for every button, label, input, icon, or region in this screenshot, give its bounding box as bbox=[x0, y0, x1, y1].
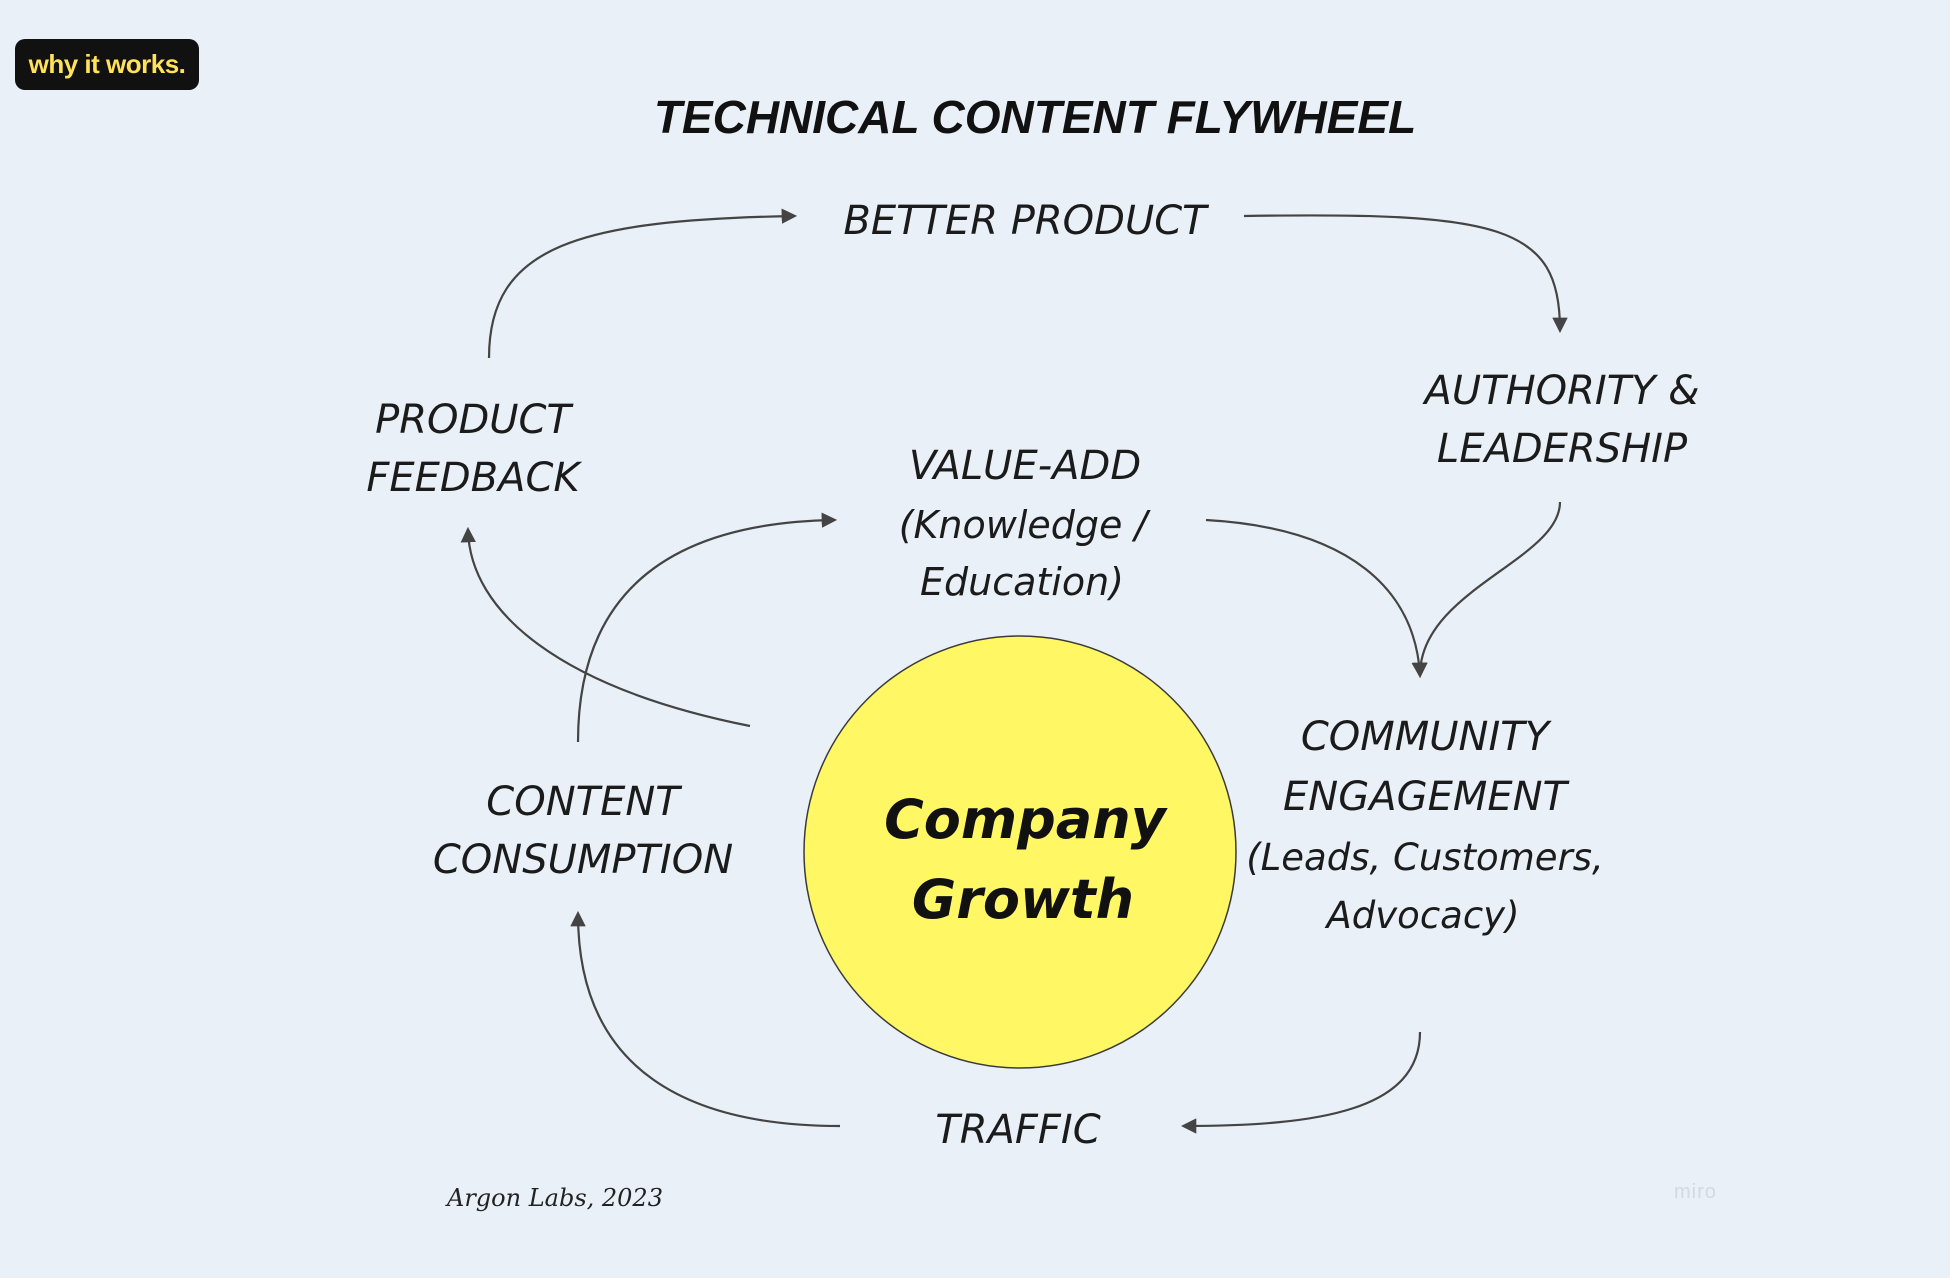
arrow-feedback-to-better-product bbox=[487, 208, 798, 359]
node-community-line4: Advocacy) bbox=[1324, 894, 1519, 937]
company-growth-circle bbox=[803, 635, 1237, 1069]
diagram-title: TECHNICAL CONTENT FLYWHEEL bbox=[654, 91, 1416, 143]
center-label-line1: Company bbox=[884, 788, 1169, 851]
arrow-community-to-traffic bbox=[1180, 1031, 1422, 1134]
arrow-traffic-to-content-consumption bbox=[570, 910, 841, 1128]
node-community-line3: (Leads, Customers, bbox=[1246, 836, 1604, 879]
node-product-feedback-line1: PRODUCT bbox=[375, 397, 574, 443]
arrow-authority-to-community bbox=[1412, 501, 1562, 679]
node-traffic: TRAFFIC bbox=[935, 1107, 1100, 1153]
node-content-consumption-line1: CONTENT bbox=[486, 779, 683, 825]
node-community-line2: ENGAGEMENT bbox=[1283, 774, 1571, 820]
arrow-to-product-feedback bbox=[460, 526, 751, 728]
miro-watermark: miro bbox=[1674, 1181, 1717, 1203]
arrow-better-product-to-authority bbox=[1243, 214, 1568, 334]
node-authority-line2: LEADERSHIP bbox=[1437, 426, 1688, 472]
node-product-feedback-line2: FEEDBACK bbox=[366, 455, 582, 501]
node-community-line1: COMMUNITY bbox=[1301, 714, 1553, 760]
node-value-add-line2: (Knowledge / bbox=[899, 503, 1152, 547]
why-it-works-badge[interactable]: why it works. bbox=[15, 39, 199, 90]
node-value-add-line1: VALUE-ADD bbox=[909, 443, 1141, 489]
node-value-add-line3: Education) bbox=[920, 560, 1124, 604]
center-label-line2: Growth bbox=[912, 868, 1134, 931]
credit-text: Argon Labs, 2023 bbox=[445, 1184, 663, 1212]
arrow-value-add-to-community bbox=[1205, 518, 1427, 679]
arrow-consumption-to-value-add bbox=[576, 512, 838, 743]
node-content-consumption-line2: CONSUMPTION bbox=[433, 837, 733, 883]
node-authority-line1: AUTHORITY & bbox=[1422, 368, 1700, 414]
node-better-product: BETTER PRODUCT bbox=[843, 198, 1210, 244]
